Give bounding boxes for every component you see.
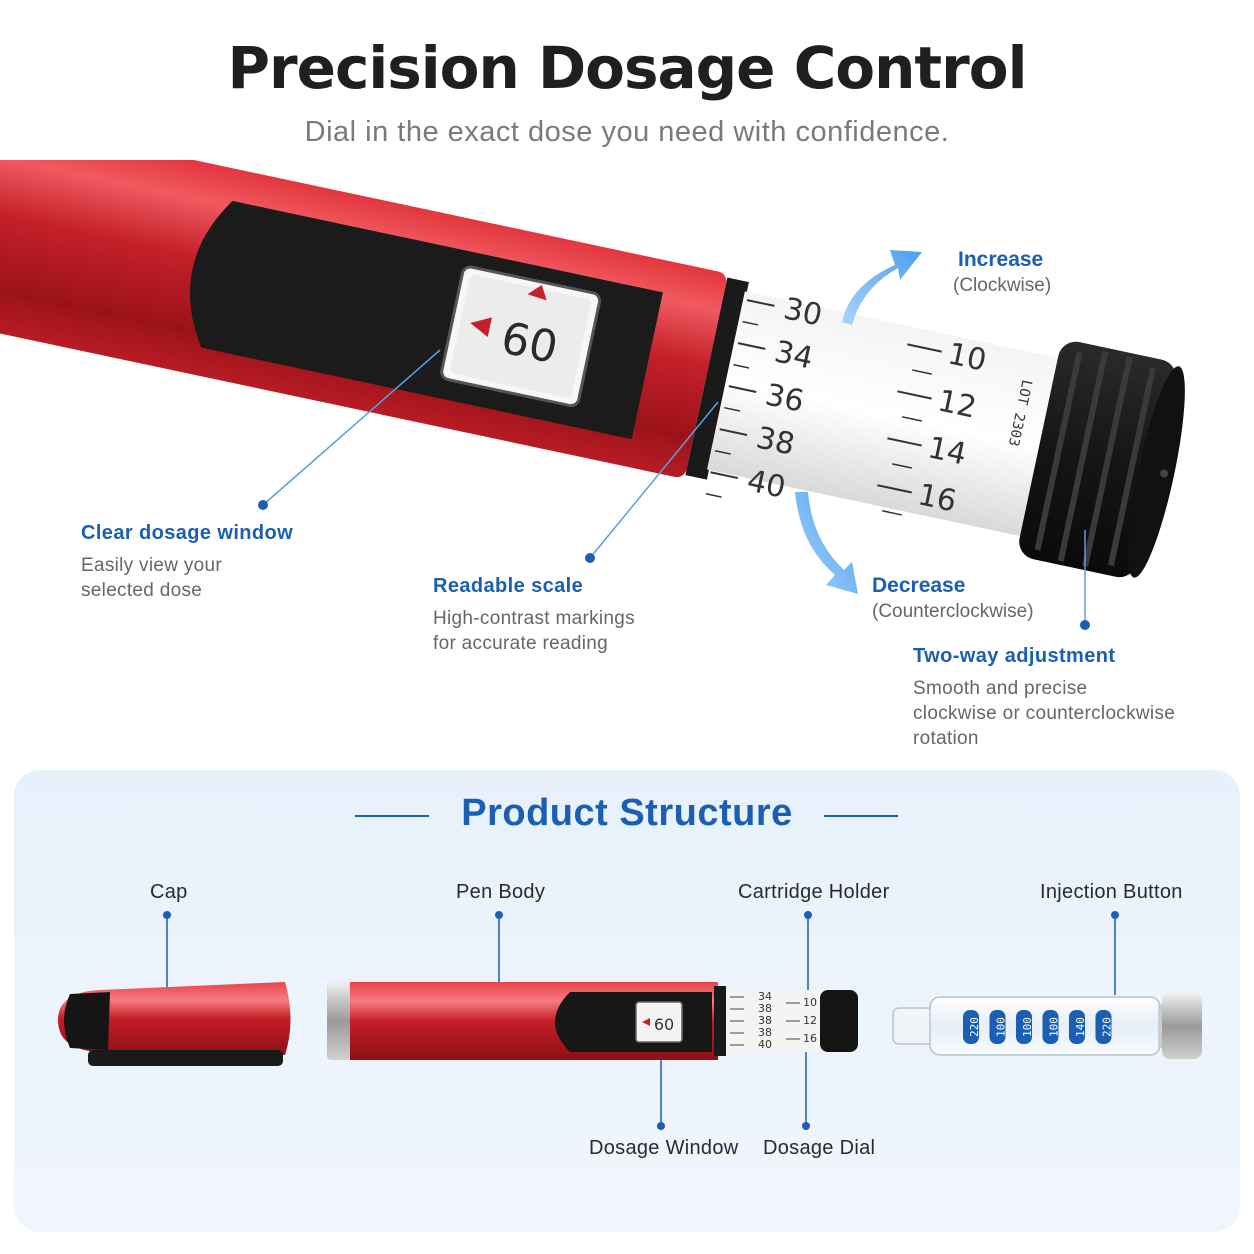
page-subtitle: Dial in the exact dose you need with con… (304, 116, 950, 148)
window-dose-value: 60 (497, 312, 562, 374)
scale-number: 30 (781, 291, 826, 333)
scale-tick (724, 406, 741, 412)
title-rule-left (355, 815, 429, 817)
scale-tick (742, 320, 759, 326)
scale-tick (887, 437, 922, 447)
scale-tick (733, 363, 750, 369)
feature-desc: High-contrast markings for accurate read… (433, 608, 635, 654)
product-structure-title: Product Structure (461, 792, 793, 834)
scale-tick (877, 484, 912, 494)
scale-number: 38 (753, 420, 798, 462)
scale-tick (902, 416, 922, 422)
scale-number: 40 (744, 464, 789, 506)
scale-tick (714, 449, 731, 455)
scale-tick (892, 463, 912, 469)
scale-number: 36 (762, 377, 807, 419)
scale-tick (912, 369, 932, 375)
label-injection-button: Injection Button (1040, 881, 1183, 903)
label-dosage-dial: Dosage Dial (763, 1137, 876, 1159)
feature-desc: Smooth and precise clockwise or counterc… (913, 678, 1176, 749)
scale-number: 34 (771, 334, 816, 376)
scale-tick (728, 385, 757, 393)
dosage-scale-sleeve (707, 291, 1068, 539)
increase-title: Increase (958, 248, 1043, 271)
feature-clear-dosage-window: Clear dosage window Easily view your sel… (81, 522, 381, 603)
scale-number: 10 (945, 336, 990, 378)
feature-desc: Easily view your selected dose (81, 555, 223, 601)
scale-number: 12 (935, 383, 980, 425)
scale-tick (737, 342, 766, 350)
window-pointer-icon (470, 317, 492, 337)
scale-number: 14 (925, 430, 970, 472)
scale-tick (882, 510, 902, 516)
decrease-note: (Counterclockwise) (872, 601, 1034, 622)
scale-tick (897, 390, 932, 400)
feature-title: Two-way adjustment (913, 645, 1116, 667)
increase-arrow-icon (842, 250, 922, 325)
decrease-title: Decrease (872, 574, 965, 597)
decrease-arrow-icon (795, 492, 858, 594)
scale-tick (907, 343, 942, 353)
page-title: Precision Dosage Control (227, 34, 1028, 102)
title-rule-right (824, 815, 898, 817)
scale-number: 16 (915, 477, 960, 519)
label-cartridge-holder: Cartridge Holder (738, 881, 890, 903)
label-pen-body: Pen Body (456, 881, 546, 903)
feature-title: Clear dosage window (81, 522, 294, 544)
feature-readable-scale: Readable scale High-contrast markings fo… (433, 575, 753, 656)
increase-note: (Clockwise) (953, 275, 1051, 296)
scale-tick (705, 493, 722, 498)
label-dosage-window: Dosage Window (589, 1137, 739, 1159)
feature-two-way-adjustment: Two-way adjustment Smooth and precise cl… (913, 645, 1233, 751)
scale-tick (746, 299, 775, 307)
product-structure-panel (14, 770, 1240, 1232)
scale-tick (719, 428, 748, 437)
feature-title: Readable scale (433, 575, 584, 597)
label-cap: Cap (150, 881, 188, 903)
scale-tick (710, 471, 739, 480)
